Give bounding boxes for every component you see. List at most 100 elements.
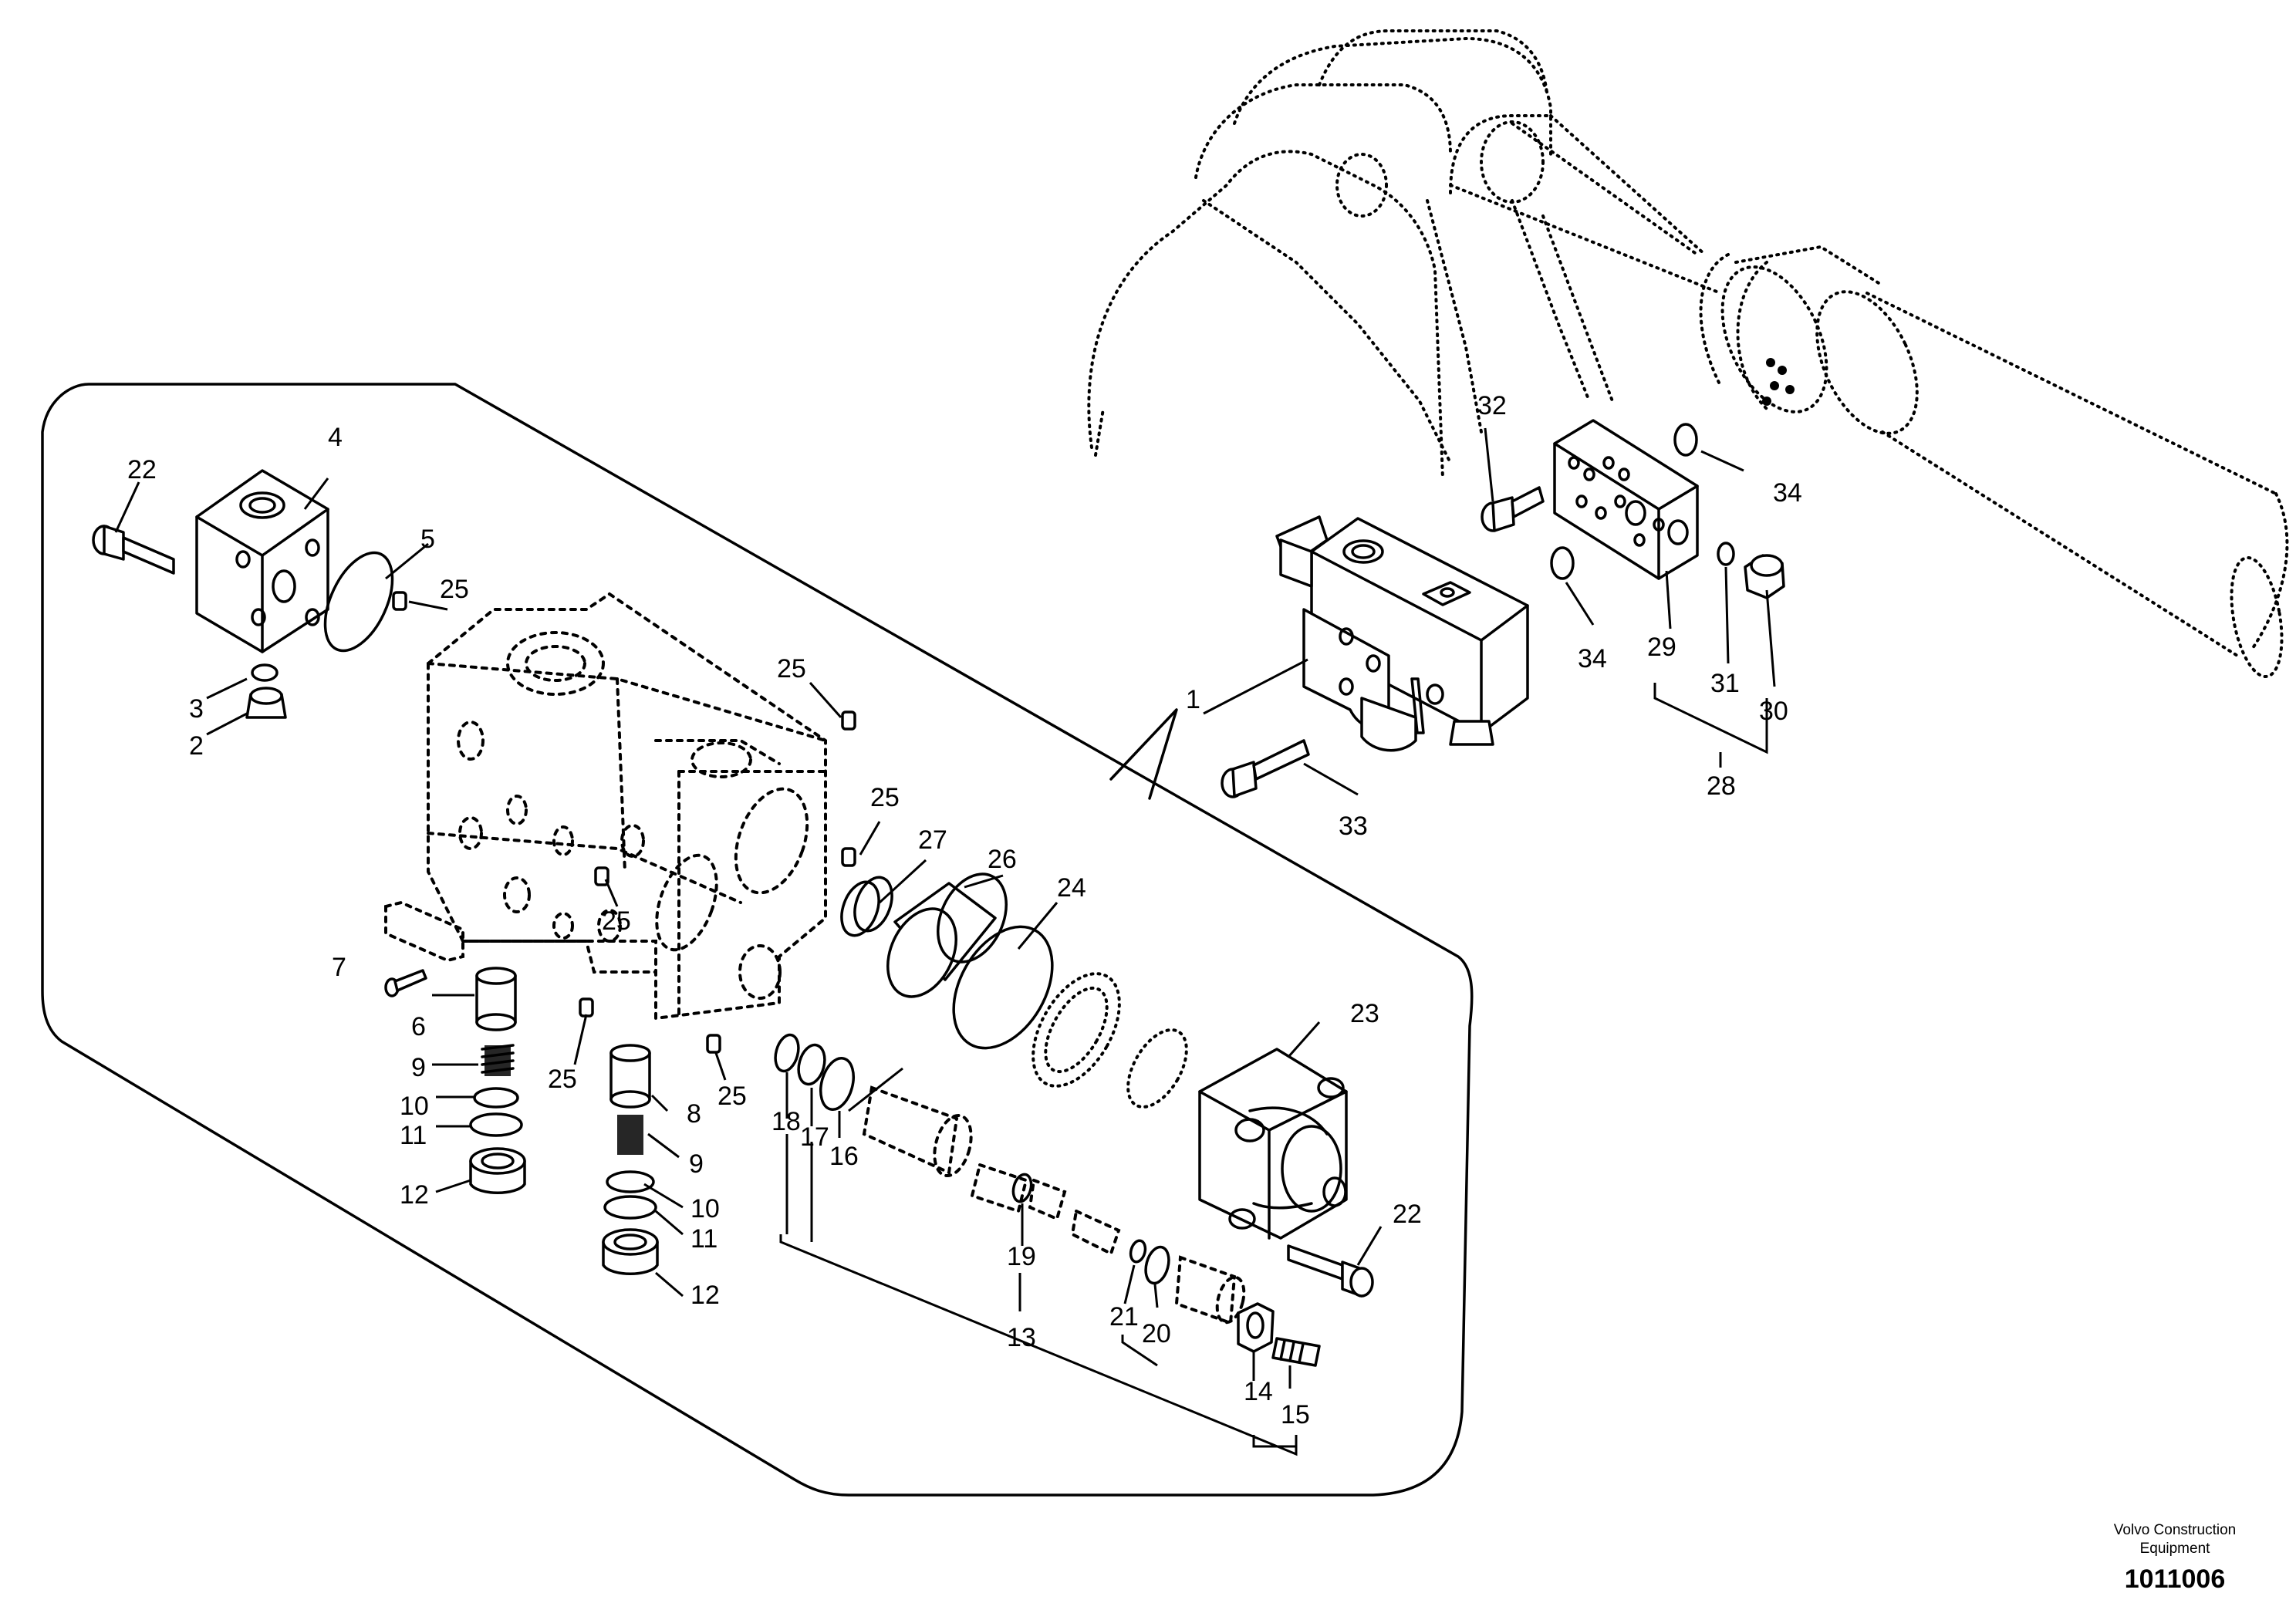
plug-12-left [469, 1147, 526, 1194]
callout-33: 33 [1339, 812, 1368, 841]
cover-plate-4 [195, 469, 329, 653]
ring-19 [1011, 1173, 1033, 1203]
spring-9-middle [617, 1115, 643, 1155]
ring-20 [1144, 1245, 1170, 1285]
ring-11-left [469, 1112, 523, 1137]
bolt-22-upper [92, 525, 175, 575]
o-ring-31 [1717, 542, 1735, 566]
callout-34-lower: 34 [1578, 644, 1607, 673]
callout-34-upper: 34 [1773, 478, 1802, 508]
callout-5: 5 [420, 525, 435, 554]
brand-line-1: Volvo Construction [2113, 1522, 2237, 1538]
callout-29: 29 [1647, 633, 1676, 662]
callout-12-left: 12 [400, 1180, 429, 1210]
leader-lines [114, 427, 1776, 1456]
ring-10-left [473, 1087, 519, 1109]
callout-24: 24 [1057, 873, 1086, 903]
valve-1 [1275, 515, 1529, 752]
sleeve-26 [886, 872, 1008, 998]
ring-18 [774, 1033, 800, 1073]
valve-housing [384, 592, 827, 1021]
callout-16: 16 [829, 1142, 859, 1171]
document-number: 1011006 [2124, 1564, 2226, 1594]
callout-7: 7 [332, 953, 346, 982]
callout-27: 27 [918, 825, 947, 855]
callout-15: 15 [1281, 1400, 1310, 1429]
callout-9-left: 9 [411, 1053, 426, 1082]
callout-2: 2 [189, 731, 204, 761]
plug-25-c [841, 847, 856, 867]
callout-22-lower: 22 [1393, 1200, 1422, 1229]
callout-25-e: 25 [548, 1065, 577, 1094]
o-ring-3 [251, 663, 279, 682]
plug-25-d [594, 866, 609, 886]
detail-boundary [41, 383, 1474, 1497]
callout-32: 32 [1477, 391, 1507, 420]
spring-large [1032, 972, 1121, 1088]
callout-23: 23 [1350, 999, 1379, 1028]
piston-8 [609, 1044, 651, 1109]
o-ring-34-upper [1673, 423, 1698, 457]
callout-20: 20 [1142, 1319, 1171, 1348]
boom-arm-outline [1087, 29, 2289, 678]
plug-25-e [579, 997, 594, 1018]
detail-pointer [1109, 708, 1178, 800]
callout-14: 14 [1244, 1377, 1273, 1406]
callout-25-d: 25 [602, 906, 631, 936]
callout-18: 18 [772, 1107, 801, 1136]
callout-12-middle: 12 [690, 1281, 720, 1310]
bolt-7 [384, 969, 427, 997]
brand-line-2: Equipment [2139, 1541, 2210, 1557]
ring-17 [797, 1043, 826, 1086]
bolt-32 [1481, 486, 1545, 532]
callout-25-b: 25 [777, 654, 806, 683]
callout-25-c: 25 [870, 783, 900, 812]
mounting-block-29 [1553, 419, 1699, 580]
callout-6: 6 [411, 1012, 426, 1041]
brand-caption: Volvo Construction Equipment [2094, 1521, 2256, 1558]
callout-11-middle: 11 [690, 1224, 718, 1254]
nut-14 [1237, 1302, 1275, 1353]
callout-25-f: 25 [718, 1082, 747, 1111]
spool-13 [862, 1085, 1121, 1256]
plug-25-a [392, 591, 407, 611]
o-ring-34-lower [1550, 546, 1575, 580]
callout-10-middle: 10 [690, 1194, 720, 1223]
callout-1: 1 [1186, 685, 1200, 714]
callout-21: 21 [1109, 1302, 1139, 1331]
ring-10-middle [606, 1170, 655, 1193]
callout-31: 31 [1710, 669, 1740, 698]
plug-25-b [841, 710, 856, 731]
plug-2 [245, 687, 287, 719]
callout-22-upper: 22 [127, 455, 157, 484]
callout-3: 3 [189, 694, 204, 724]
callout-13: 13 [1007, 1323, 1036, 1352]
seat-27 [840, 876, 893, 937]
callout-26: 26 [988, 845, 1017, 874]
plug-30 [1744, 554, 1785, 599]
bolt-22-lower [1287, 1244, 1374, 1298]
callout-28: 28 [1707, 771, 1736, 801]
screw-15 [1271, 1337, 1321, 1367]
callout-8: 8 [687, 1099, 701, 1129]
callout-25-a: 25 [440, 575, 469, 604]
o-ring-5 [323, 551, 394, 653]
callout-19: 19 [1007, 1242, 1036, 1271]
bolt-33 [1221, 739, 1310, 798]
ring-21 [1129, 1239, 1147, 1264]
plug-25-f [706, 1034, 721, 1054]
spring-small [1126, 1028, 1188, 1109]
callout-9-middle: 9 [689, 1149, 704, 1179]
ring-11-middle [603, 1195, 657, 1220]
ring-16 [819, 1057, 855, 1111]
callout-4: 4 [328, 423, 343, 452]
piston-6 [475, 967, 517, 1031]
spring-9-left [481, 1044, 515, 1076]
callout-17: 17 [800, 1122, 829, 1152]
o-ring-24 [952, 925, 1054, 1050]
callout-labels: 22 4 5 25 3 2 25 25 27 26 24 25 7 6 25 2… [127, 391, 1802, 1429]
callout-11-left: 11 [400, 1121, 427, 1150]
callout-10-left: 10 [400, 1092, 429, 1121]
end-cover-23 [1198, 1048, 1348, 1240]
